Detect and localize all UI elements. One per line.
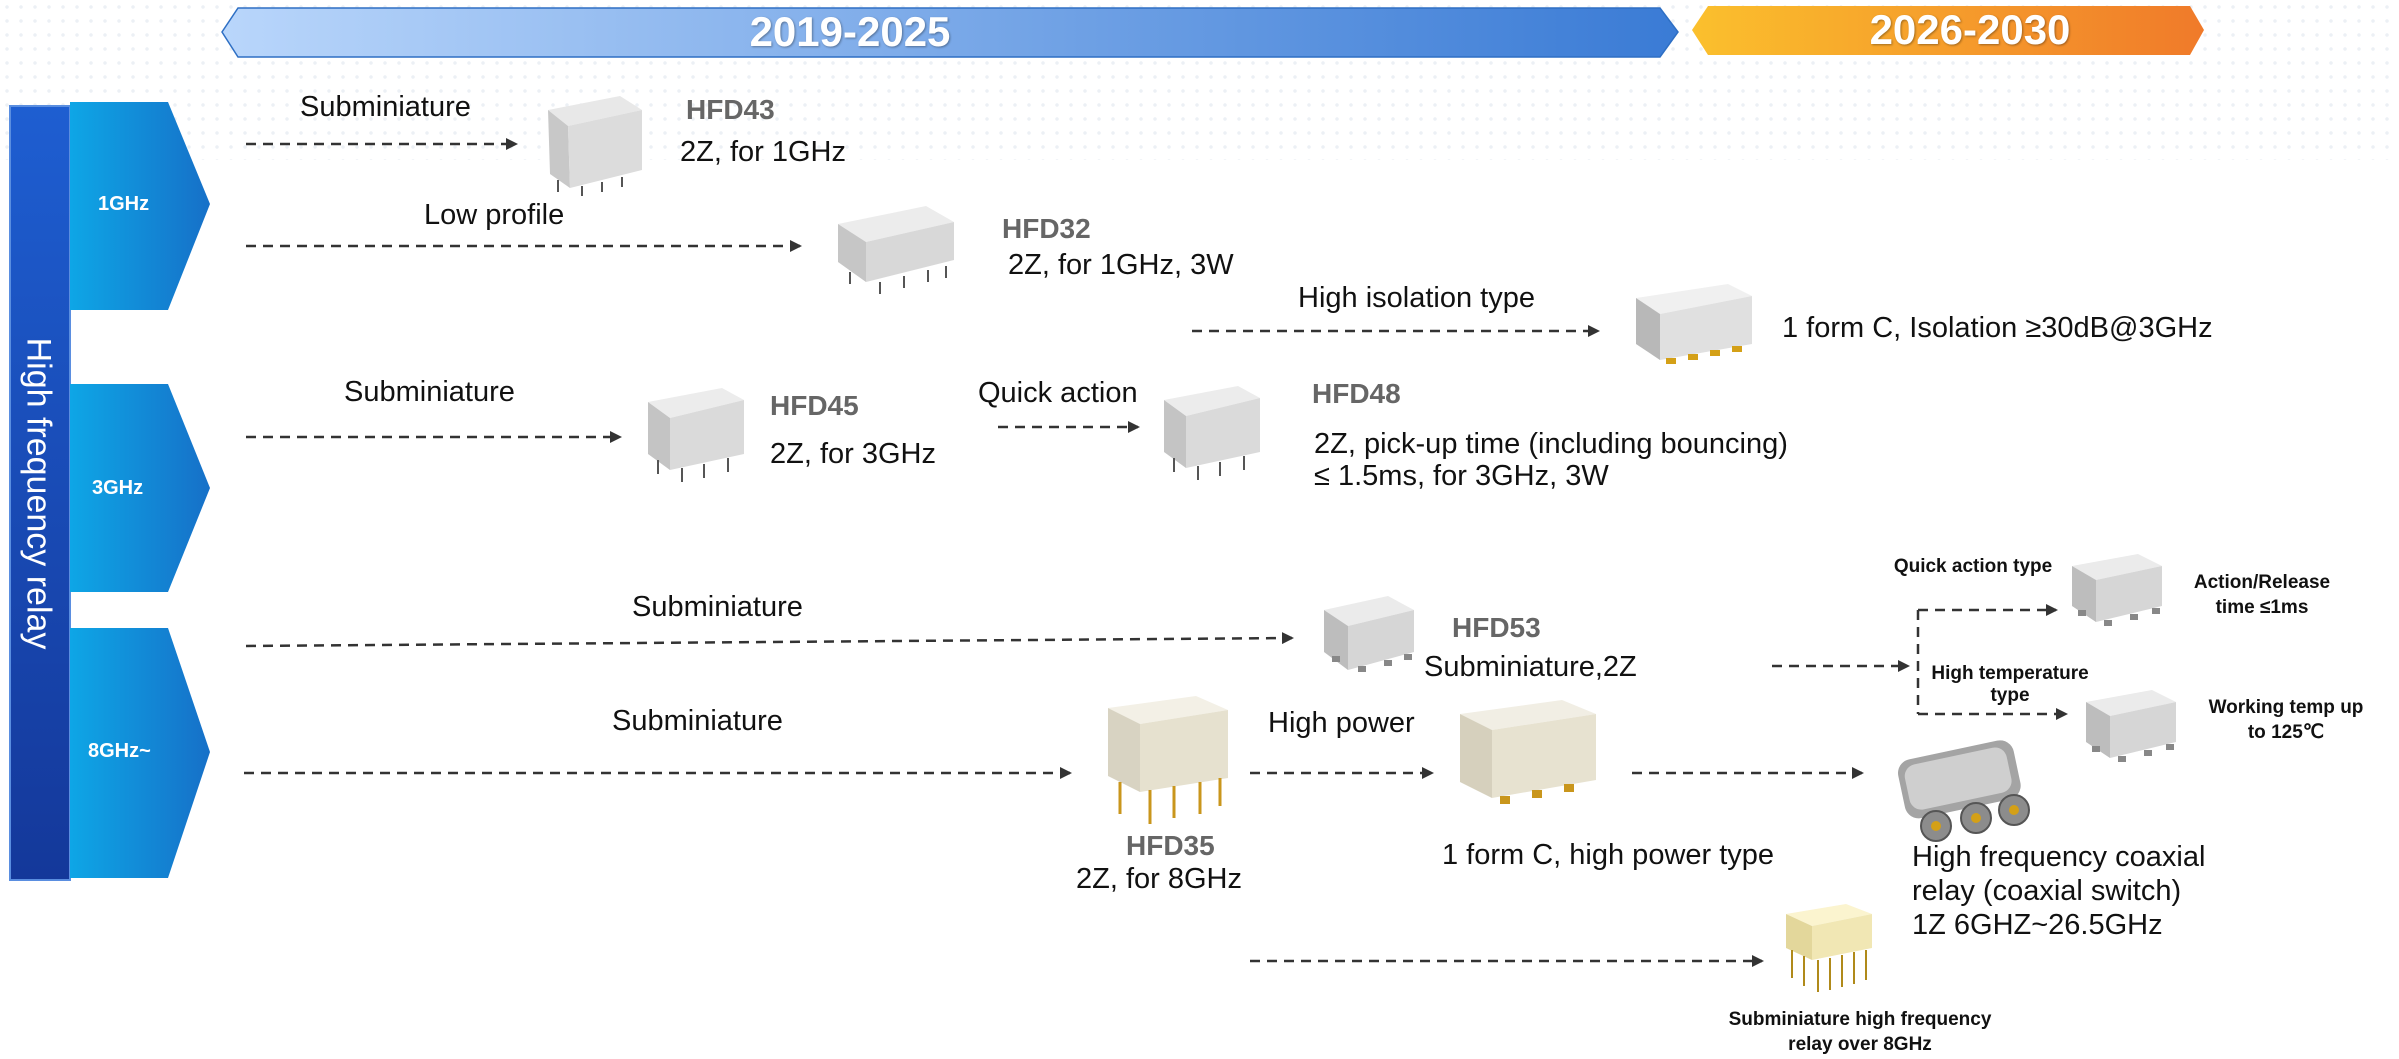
- period-2-label: 2026-2030: [1869, 6, 2071, 53]
- label-subminiature-8ghz-a: Subminiature: [632, 591, 803, 623]
- hfd48-desc-1: 2Z, pick-up time (including bouncing): [1314, 428, 1788, 460]
- quick-action-type-desc-2: time ≤1ms: [2215, 597, 2309, 618]
- frequency-band-column: [9, 102, 210, 881]
- hfd32-relay-image: [838, 206, 954, 294]
- high-temp-type-desc-2: to 125℃: [2247, 722, 2325, 743]
- quick-action-type-title: Quick action type: [1893, 556, 2053, 577]
- band-1ghz-shape: [70, 102, 210, 310]
- label-subminiature-1ghz: Subminiature: [300, 91, 471, 123]
- band-8ghz-label: 8GHz~: [88, 740, 151, 762]
- label-quick-action: Quick action: [978, 377, 1138, 409]
- arrow-to-hfd53: [245, 632, 1294, 648]
- hfd43-relay-image: [548, 96, 642, 196]
- coaxial-desc-2: relay (coaxial switch): [1912, 875, 2182, 907]
- coaxial-desc-3: 1Z 6GHZ~26.5GHz: [1912, 909, 2163, 941]
- hfd32-model: HFD32: [1002, 213, 1091, 244]
- band-8ghz-shape: [70, 628, 210, 878]
- hfd35-desc: 2Z, for 8GHz: [1076, 863, 1242, 895]
- quick-action-relay-image: [2072, 554, 2162, 626]
- high-power-desc: 1 form C, high power type: [1442, 839, 1775, 871]
- label-subminiature-8ghz-b: Subminiature: [612, 705, 783, 737]
- high-temp-type-desc-1: Working temp up: [2208, 697, 2364, 718]
- hfd32-desc: 2Z, for 1GHz, 3W: [1008, 249, 1234, 281]
- hfd45-desc: 2Z, for 3GHz: [770, 438, 936, 470]
- isolation-relay-image: [1636, 284, 1752, 364]
- coaxial-desc-1: High frequency coaxial: [1912, 841, 2206, 873]
- side-bar: [9, 105, 71, 881]
- coaxial-relay-image: [1898, 740, 2030, 842]
- period-1-banner: [221, 7, 1679, 58]
- high-temp-relay-image: [2086, 690, 2176, 762]
- label-subminiature-3ghz: Subminiature: [344, 376, 515, 408]
- subminiature-hf-desc-2: relay over 8GHz: [1788, 1034, 1932, 1055]
- quick-action-type-desc-1: Action/Release: [2193, 572, 2331, 593]
- period-banners: [221, 6, 2204, 58]
- high-temp-type-title-2: type: [1990, 685, 2030, 706]
- hfd48-desc-2: ≤ 1.5ms, for 3GHz, 3W: [1314, 460, 1609, 492]
- band-1ghz-label: 1GHz: [98, 193, 150, 215]
- hfd45-relay-image: [648, 388, 744, 482]
- hfd43-desc: 2Z, for 1GHz: [680, 136, 846, 168]
- subminiature-hf-relay-image: [1786, 904, 1872, 992]
- hfd53-desc: Subminiature,2Z: [1424, 651, 1637, 683]
- hfd48-model: HFD48: [1312, 378, 1401, 409]
- label-high-power: High power: [1268, 707, 1415, 739]
- hfd53-relay-image: [1324, 596, 1414, 672]
- hfd35-relay-image: [1108, 696, 1228, 824]
- band-3ghz-label: 3GHz: [92, 477, 144, 499]
- hfd48-relay-image: [1164, 386, 1260, 480]
- isolation-desc: 1 form C, Isolation ≥30dB@3GHz: [1782, 312, 2213, 344]
- hfd45-model: HFD45: [770, 390, 859, 421]
- period-1-label: 2019-2025: [749, 8, 951, 55]
- label-high-isolation: High isolation type: [1298, 282, 1535, 314]
- high-power-relay-image: [1460, 700, 1596, 804]
- hfd35-model: HFD35: [1126, 830, 1215, 861]
- subminiature-hf-desc-1: Subminiature high frequency: [1728, 1009, 1992, 1030]
- band-3ghz-shape: [70, 384, 210, 592]
- hfd43-model: HFD43: [686, 94, 775, 125]
- period-2-banner: [1692, 6, 2204, 55]
- label-low-profile: Low profile: [424, 199, 565, 231]
- hfd53-model: HFD53: [1452, 612, 1541, 643]
- high-temp-type-title-1: High temperature: [1931, 663, 2089, 684]
